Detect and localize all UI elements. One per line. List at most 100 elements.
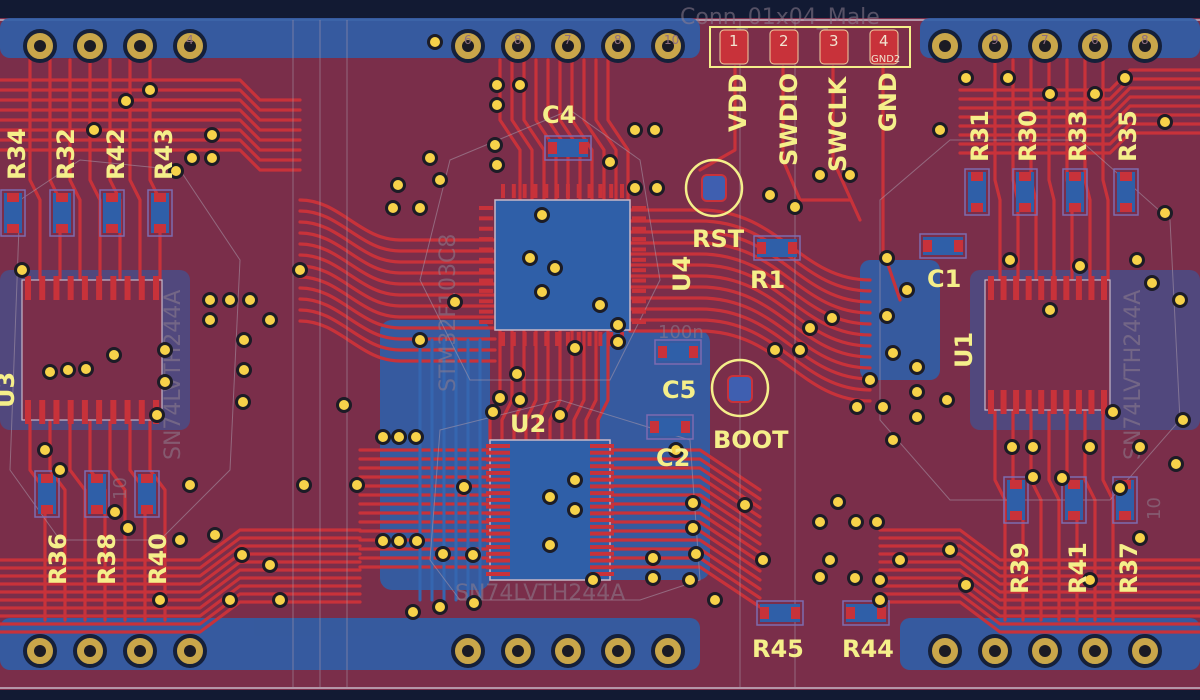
via-hole <box>570 343 580 353</box>
via-hole <box>961 73 971 83</box>
ic-pad <box>67 276 74 300</box>
ic-designators: U4 U2 U1 U3 <box>0 256 978 438</box>
smd-outline <box>544 135 592 161</box>
via-hole <box>339 400 349 410</box>
ic-pad <box>590 572 614 576</box>
header-pin-hole <box>562 40 574 52</box>
ic-pad <box>620 184 624 198</box>
ic-pad <box>1013 390 1020 414</box>
ic-pad <box>486 464 510 469</box>
ic-pad <box>1050 390 1057 414</box>
via-hole <box>555 410 565 420</box>
u3-buffer-chip[interactable] <box>21 276 163 424</box>
via-hole <box>265 315 275 325</box>
ic-pad <box>590 545 614 550</box>
copper-trace <box>0 544 362 578</box>
smd-pad <box>658 346 667 358</box>
u1-buffer-chip[interactable] <box>984 276 1111 414</box>
copper-trace <box>524 328 538 442</box>
header-pin-hole <box>1089 645 1101 657</box>
copper-trace <box>958 131 1200 155</box>
via-hole <box>895 555 905 565</box>
ic-pad <box>486 551 510 556</box>
smd-pad <box>7 193 19 202</box>
ic-pad <box>486 531 510 536</box>
ic-pad <box>81 400 88 424</box>
ic-pad <box>486 518 510 523</box>
via-hole <box>81 364 91 374</box>
ic-pad <box>486 450 510 455</box>
ic-pad <box>632 299 646 304</box>
via-hole <box>488 407 498 417</box>
ic-pad <box>81 276 88 300</box>
ic-pad <box>138 276 145 300</box>
smd-body <box>548 139 588 157</box>
ic-pad <box>110 276 117 300</box>
ic-pad <box>479 299 493 304</box>
ic-pad <box>1063 276 1070 300</box>
via-hole <box>740 500 750 510</box>
swd-pad <box>719 29 749 65</box>
c5-value-ghost-label: 100n <box>658 322 704 343</box>
c4-ref-label: C4 <box>542 101 576 129</box>
u2-buffer-chip[interactable] <box>486 439 614 581</box>
smd-body <box>1117 172 1135 212</box>
via-hole <box>450 297 460 307</box>
header-pin-number: 4 <box>186 33 194 47</box>
ic-pad <box>511 184 516 198</box>
swd-header-outline <box>709 26 911 68</box>
ic-pad <box>486 504 510 509</box>
copper-trace <box>628 241 872 315</box>
rst-button[interactable]: RST <box>684 158 745 253</box>
ic-pad <box>632 309 646 314</box>
copper-trace <box>878 568 1200 602</box>
ic-pad <box>39 400 46 424</box>
copper-trace <box>993 408 1007 622</box>
ic-pad <box>486 497 510 502</box>
copper-trace <box>0 576 362 610</box>
via-hole <box>492 160 502 170</box>
via-hole <box>225 295 235 305</box>
smd-outline <box>842 600 890 626</box>
u3-pads <box>25 276 159 424</box>
header-net-label-3: SWCLK <box>824 75 852 172</box>
smd-body <box>38 474 56 514</box>
header-pin-number: 8 <box>614 33 622 47</box>
copper-trace <box>500 328 514 442</box>
via-hole <box>882 311 892 321</box>
ic-pad <box>1063 390 1070 414</box>
smd-pad <box>689 346 698 358</box>
via-hole <box>852 402 862 412</box>
via-hole <box>613 320 623 330</box>
boot-button[interactable]: BOOT <box>710 358 789 454</box>
u4-body <box>494 199 631 331</box>
ic-pad <box>632 278 646 283</box>
via-hole <box>1178 415 1188 425</box>
smd-body <box>1016 172 1034 212</box>
copper-trace <box>298 220 497 264</box>
ic-pad <box>501 332 505 346</box>
copper-trace <box>0 78 302 102</box>
via-hole <box>55 465 65 475</box>
ic-pad <box>486 565 510 570</box>
ic-pad <box>1025 390 1032 414</box>
smd-body <box>650 418 690 436</box>
smd-pad <box>106 224 118 233</box>
header-pin-hole <box>612 645 624 657</box>
small-value-ghost-label-right: 10 <box>1144 497 1165 520</box>
ic-pad <box>486 538 510 543</box>
smd-pad <box>579 142 588 154</box>
via-hole <box>1028 472 1038 482</box>
header-pin-hole <box>84 645 96 657</box>
ic-pad <box>138 400 145 424</box>
via-hole <box>650 125 660 135</box>
vias <box>14 34 1191 620</box>
smd-body <box>103 193 121 233</box>
via-hole <box>537 210 547 220</box>
via-hole <box>648 553 658 563</box>
ic-pad <box>1000 390 1007 414</box>
ic-pad <box>479 278 493 283</box>
via-hole <box>378 432 388 442</box>
